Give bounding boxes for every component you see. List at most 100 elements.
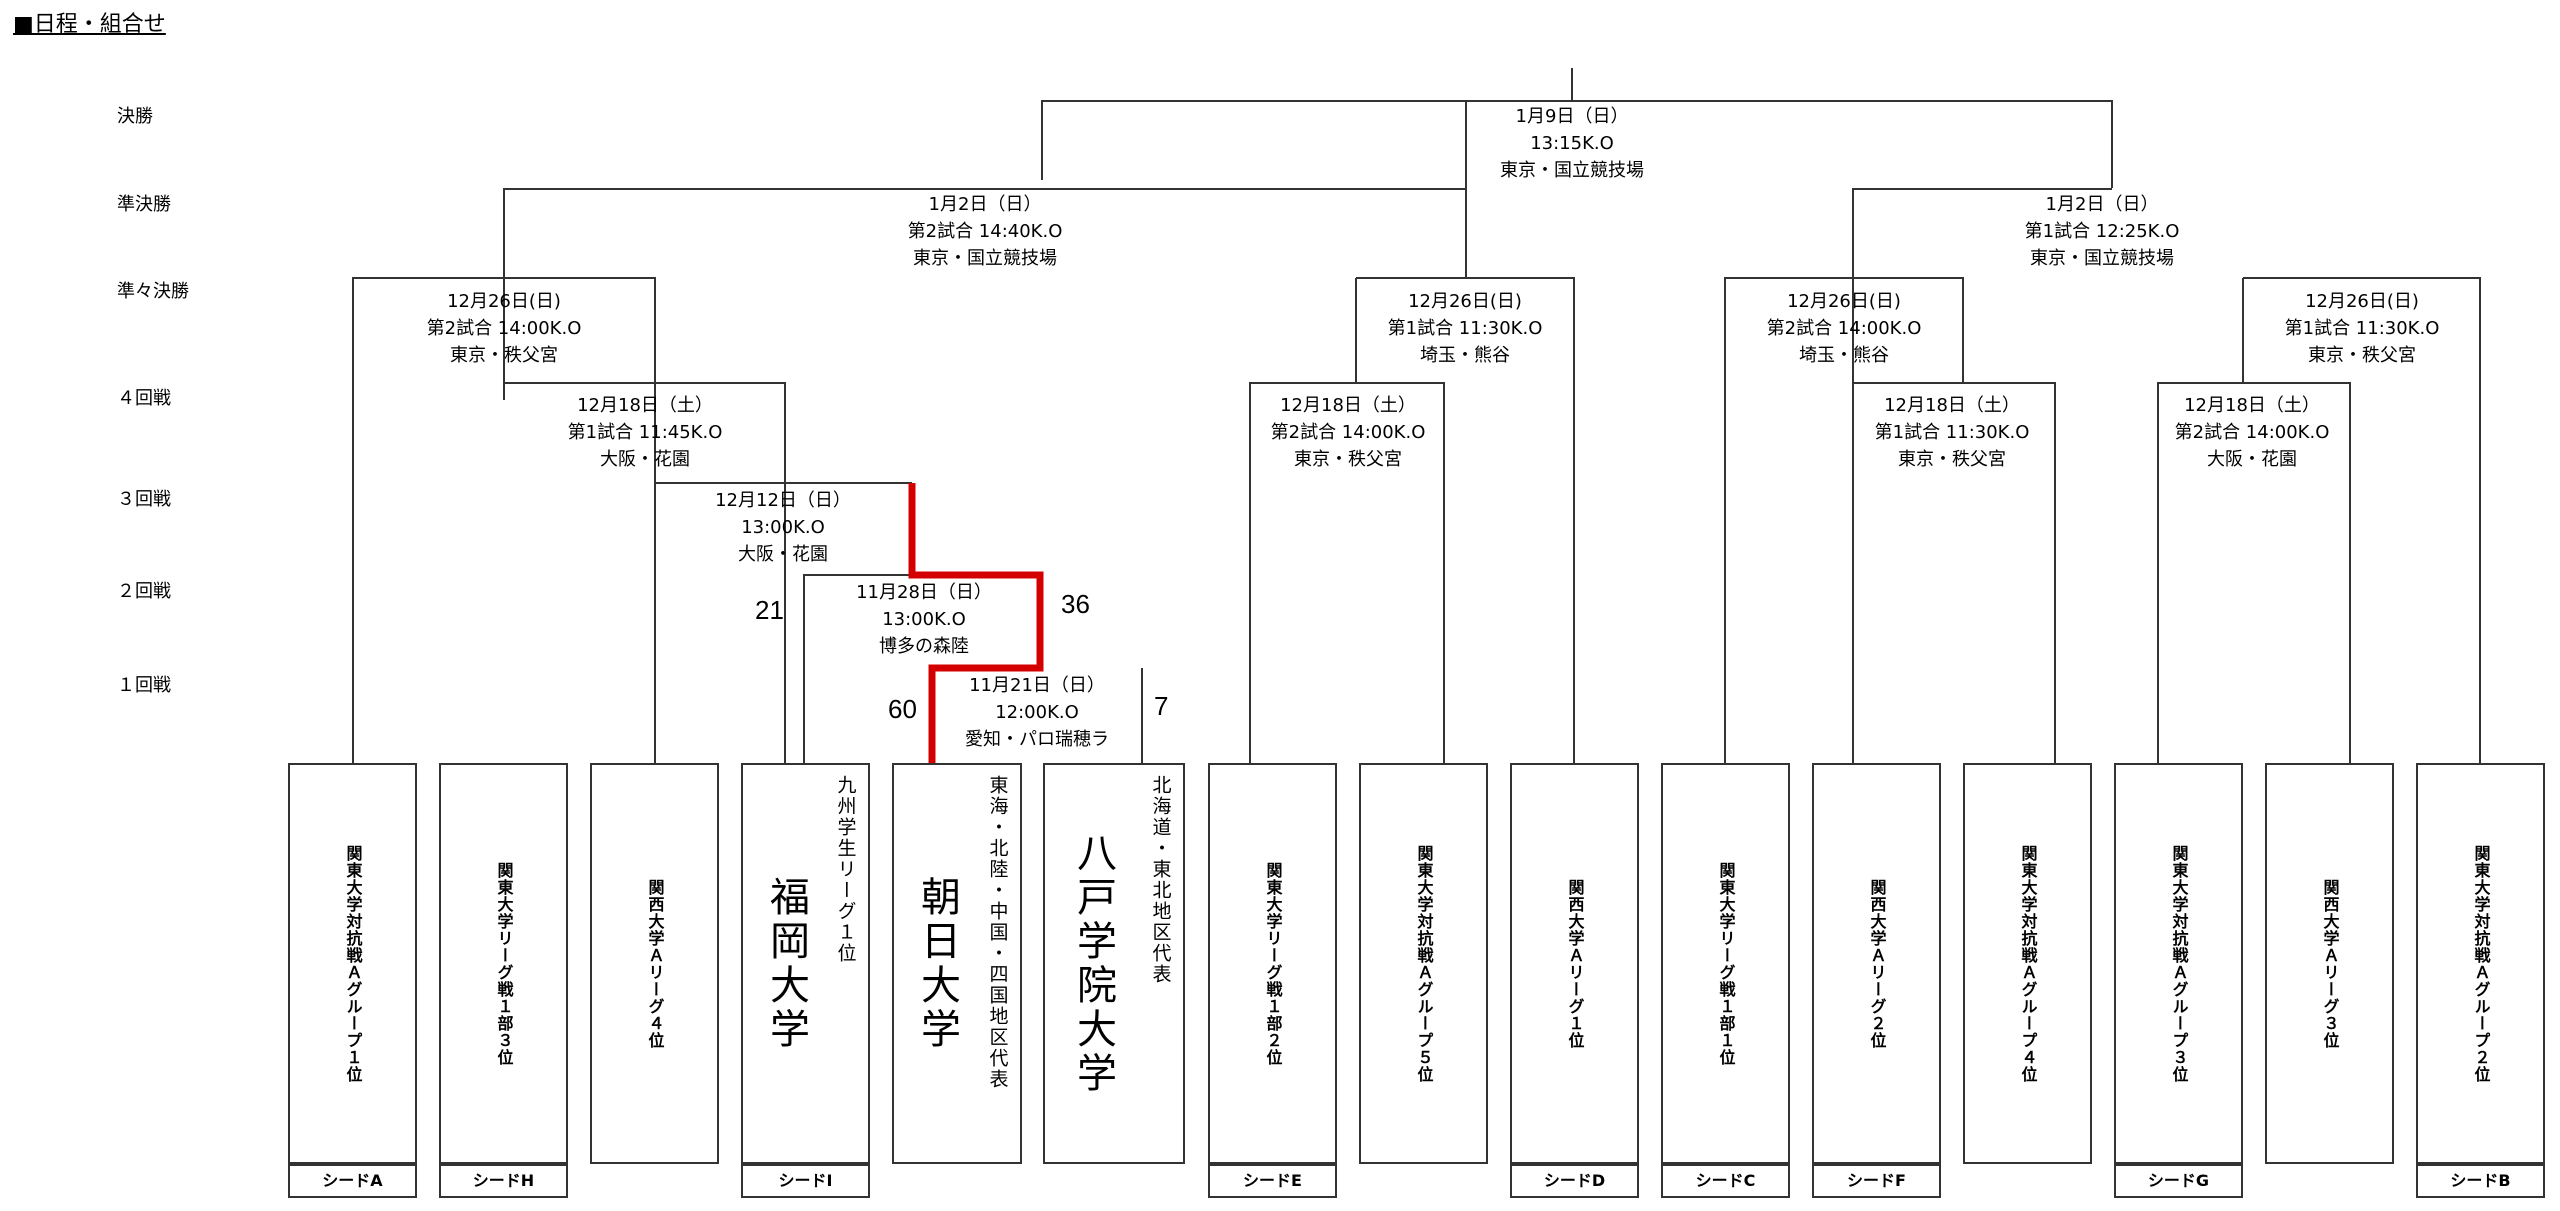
team-name: 朝日大学 xyxy=(914,875,960,1052)
round-label-quarterfinal: 準々決勝 xyxy=(117,281,189,302)
match-final: 1月9日（日） 13:15K.O 東京・国立競技場 xyxy=(1442,103,1702,184)
team-note: 九州学生リーグ１位 xyxy=(834,775,857,964)
team-box: 関東大学対抗戦Ａグループ２位 xyxy=(2416,763,2545,1164)
team-name: 関西大学Ａリーグ２位 xyxy=(1867,878,1887,1049)
match-kickoff: 12:00K.O xyxy=(995,702,1079,723)
match-venue: 東京・国立競技場 xyxy=(1500,160,1644,181)
match-date: 12月26日(日) xyxy=(2305,291,2419,312)
team-box: 関西大学Ａリーグ４位 xyxy=(590,763,719,1164)
team-box: 関西大学Ａリーグ２位 xyxy=(1812,763,1941,1164)
match-kickoff: 第1試合 11:30K.O xyxy=(1874,422,2030,443)
match-date: 1月2日（日） xyxy=(928,194,1042,215)
match-date: 12月26日(日) xyxy=(447,291,561,312)
match-kickoff: 第1試合 11:45K.O xyxy=(567,422,723,443)
match-round3: 12月12日（日） 13:00K.O 大阪・花園 xyxy=(653,487,913,568)
match-venue: 東京・国立競技場 xyxy=(2030,248,2174,269)
seed-badge: シードH xyxy=(439,1164,568,1198)
match-kickoff: 第1試合 11:30K.O xyxy=(1387,318,1543,339)
team-box: 関西大学Ａリーグ１位 xyxy=(1510,763,1639,1164)
match-date: 12月12日（日） xyxy=(715,490,851,511)
team-name: 関東大学対抗戦Ａグループ４位 xyxy=(2018,844,2038,1083)
team-name: 関東大学リーグ戦１部１位 xyxy=(1716,861,1736,1066)
seed-badge: シードA xyxy=(288,1164,417,1198)
match-semifinal-left: 1月2日（日） 第2試合 14:40K.O 東京・国立競技場 xyxy=(855,191,1115,272)
match-semifinal-right: 1月2日（日） 第1試合 12:25K.O 東京・国立競技場 xyxy=(1972,191,2232,272)
match-kickoff: 第1試合 11:30K.O xyxy=(2284,318,2440,339)
score-hachinohe-round1: 7 xyxy=(1154,691,1169,721)
match-date: 12月26日(日) xyxy=(1787,291,1901,312)
match-quarterfinal-1: 12月26日(日) 第2試合 14:00K.O 東京・秩父宮 xyxy=(374,288,634,369)
match-kickoff: 13:00K.O xyxy=(741,517,825,538)
team-name: 関東大学対抗戦Ａグループ５位 xyxy=(1414,844,1434,1083)
team-box: 関西大学Ａリーグ３位 xyxy=(2265,763,2394,1164)
match-date: 11月28日（日） xyxy=(856,582,992,603)
team-box: 八戸学院大学 北海道・東北地区代表 xyxy=(1043,763,1185,1164)
score-asahi-round1: 60 xyxy=(888,694,917,724)
match-kickoff: 第2試合 14:40K.O xyxy=(907,221,1063,242)
team-name: 関東大学対抗戦Ａグループ３位 xyxy=(2169,844,2189,1083)
seed-badge: シードB xyxy=(2416,1164,2545,1198)
seed-badge: シードE xyxy=(1208,1164,1337,1198)
score-asahi-round2: 36 xyxy=(1061,589,1090,619)
match-venue: 大阪・花園 xyxy=(600,449,690,470)
round-label-final: 決勝 xyxy=(117,106,153,127)
team-name: 関東大学対抗戦Ａグループ１位 xyxy=(343,844,363,1083)
seed-badge: シードG xyxy=(2114,1164,2243,1198)
match-quarterfinal-4: 12月26日(日) 第1試合 11:30K.O 東京・秩父宮 xyxy=(2232,288,2492,369)
team-box: 関東大学リーグ戦１部２位 xyxy=(1208,763,1337,1164)
match-quarterfinal-2: 12月26日(日) 第1試合 11:30K.O 埼玉・熊谷 xyxy=(1335,288,1595,369)
match-venue: 大阪・花園 xyxy=(2207,449,2297,470)
match-venue: 埼玉・熊谷 xyxy=(1799,345,1889,366)
team-box: 関東大学対抗戦Ａグループ３位 xyxy=(2114,763,2243,1164)
match-quarterfinal-3: 12月26日(日) 第2試合 14:00K.O 埼玉・熊谷 xyxy=(1714,288,1974,369)
seed-badge: シードC xyxy=(1661,1164,1790,1198)
match-kickoff: 第2試合 14:00K.O xyxy=(1766,318,1922,339)
match-venue: 博多の森陸 xyxy=(879,636,969,657)
match-venue: 埼玉・熊谷 xyxy=(1420,345,1510,366)
match-date: 11月21日（日） xyxy=(969,675,1105,696)
round-label-round3: ３回戦 xyxy=(117,489,171,510)
team-name: 関西大学Ａリーグ３位 xyxy=(2320,878,2340,1049)
round-label-round4: ４回戦 xyxy=(117,388,171,409)
match-kickoff: 13:15K.O xyxy=(1530,133,1614,154)
team-box: 関東大学対抗戦Ａグループ１位 xyxy=(288,763,417,1164)
match-date: 12月18日（土） xyxy=(577,395,713,416)
team-box: 関東大学対抗戦Ａグループ４位 xyxy=(1963,763,2092,1164)
match-date: 1月9日（日） xyxy=(1515,106,1629,127)
round-label-round1: １回戦 xyxy=(117,675,171,696)
seed-badge: シードF xyxy=(1812,1164,1941,1198)
match-date: 1月2日（日） xyxy=(2045,194,2159,215)
match-round4-4: 12月18日（土） 第2試合 14:00K.O 大阪・花園 xyxy=(2122,392,2382,473)
match-venue: 大阪・花園 xyxy=(738,544,828,565)
seed-badge: シードI xyxy=(741,1164,870,1198)
team-name: 関東大学リーグ戦１部３位 xyxy=(494,861,514,1066)
match-date: 12月26日(日) xyxy=(1408,291,1522,312)
match-kickoff: 第1試合 12:25K.O xyxy=(2024,221,2180,242)
match-venue: 東京・秩父宮 xyxy=(450,345,558,366)
match-kickoff: 第2試合 14:00K.O xyxy=(426,318,582,339)
match-round4-3: 12月18日（土） 第1試合 11:30K.O 東京・秩父宮 xyxy=(1822,392,2082,473)
match-venue: 東京・秩父宮 xyxy=(2308,345,2416,366)
match-venue: 東京・国立競技場 xyxy=(913,248,1057,269)
match-kickoff: 第2試合 14:00K.O xyxy=(1270,422,1426,443)
team-box: 関東大学リーグ戦１部１位 xyxy=(1661,763,1790,1164)
team-name: 関西大学Ａリーグ４位 xyxy=(645,878,665,1049)
round-label-round2: ２回戦 xyxy=(117,581,171,602)
match-date: 12月18日（土） xyxy=(1280,395,1416,416)
team-box: 朝日大学 東海・北陸・中国・四国地区代表 xyxy=(892,763,1022,1164)
team-note: 北海道・東北地区代表 xyxy=(1149,775,1172,985)
match-date: 12月18日（土） xyxy=(1884,395,2020,416)
match-venue: 東京・秩父宮 xyxy=(1898,449,2006,470)
team-name: 関東大学対抗戦Ａグループ２位 xyxy=(2471,844,2491,1083)
score-fukuoka-round2: 21 xyxy=(755,595,784,625)
team-note: 東海・北陸・中国・四国地区代表 xyxy=(986,775,1009,1090)
team-name: 福岡大学 xyxy=(763,875,809,1052)
match-kickoff: 13:00K.O xyxy=(882,609,966,630)
team-name: 関東大学リーグ戦１部２位 xyxy=(1263,861,1283,1066)
team-name: 八戸学院大学 xyxy=(1070,831,1116,1096)
page-title: ■日程・組合せ xyxy=(13,12,166,37)
team-box: 福岡大学 九州学生リーグ１位 xyxy=(741,763,870,1164)
round-label-semifinal: 準決勝 xyxy=(117,194,171,215)
match-round4-2: 12月18日（土） 第2試合 14:00K.O 東京・秩父宮 xyxy=(1218,392,1478,473)
